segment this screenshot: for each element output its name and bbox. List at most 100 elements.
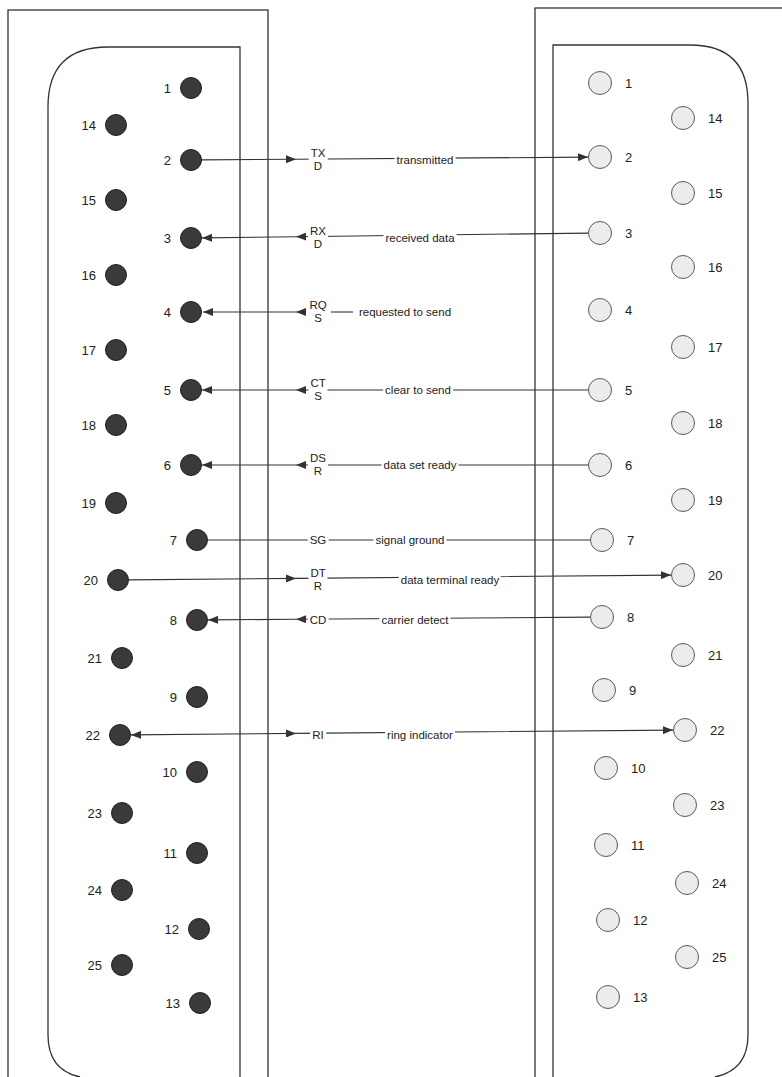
signal-description: ring indicator xyxy=(385,729,455,742)
pin-number: 5 xyxy=(625,383,632,398)
pin-socket: 15 xyxy=(105,189,127,211)
pin-socket: 13 xyxy=(189,992,211,1014)
pin-number: 16 xyxy=(82,268,96,283)
pin-number: 18 xyxy=(82,418,96,433)
pin-number: 5 xyxy=(164,383,171,398)
pin-socket: 20 xyxy=(671,563,695,587)
signal-name: TX D xyxy=(309,147,328,172)
pin-number: 24 xyxy=(88,883,102,898)
pin-number: 1 xyxy=(164,81,171,96)
pin-socket: 5 xyxy=(588,378,612,402)
pin-socket: 7 xyxy=(590,528,614,552)
signal-name: RI xyxy=(310,729,326,742)
pin-socket: 9 xyxy=(186,686,208,708)
pin-number: 20 xyxy=(84,573,98,588)
pin-socket: 24 xyxy=(675,871,699,895)
pin-number: 13 xyxy=(166,996,180,1011)
pin-number: 2 xyxy=(625,150,632,165)
pin-socket: 23 xyxy=(673,793,697,817)
pin-socket: 20 xyxy=(107,569,129,591)
signal-name: RX D xyxy=(308,225,328,250)
pin-number: 21 xyxy=(88,651,102,666)
pin-socket: 22 xyxy=(673,718,697,742)
pin-number: 15 xyxy=(708,186,722,201)
signal-description: clear to send xyxy=(383,384,453,397)
pin-number: 19 xyxy=(82,496,96,511)
pin-number: 7 xyxy=(627,533,634,548)
signal-name: RQ S xyxy=(307,299,328,324)
pin-socket: 16 xyxy=(105,264,127,286)
pin-socket: 10 xyxy=(186,761,208,783)
pin-number: 11 xyxy=(631,838,645,853)
pin-socket: 21 xyxy=(671,643,695,667)
pin-socket: 21 xyxy=(111,647,133,669)
pin-number: 9 xyxy=(629,683,636,698)
pin-socket: 4 xyxy=(180,301,202,323)
pin-number: 3 xyxy=(625,226,632,241)
pin-socket: 17 xyxy=(105,339,127,361)
pin-number: 12 xyxy=(165,922,179,937)
pin-socket: 22 xyxy=(109,724,131,746)
pin-socket: 19 xyxy=(671,488,695,512)
pin-number: 14 xyxy=(708,111,722,126)
signal-description: signal ground xyxy=(373,534,446,547)
pin-number: 8 xyxy=(627,610,634,625)
pin-socket: 9 xyxy=(592,678,616,702)
pin-number: 25 xyxy=(712,950,726,965)
left-d-shell xyxy=(48,47,240,1077)
pin-socket: 13 xyxy=(596,985,620,1009)
pin-number: 4 xyxy=(164,305,171,320)
signal-name: CT S xyxy=(308,377,327,402)
signal-description: data set ready xyxy=(382,459,459,472)
right-housing xyxy=(535,8,782,1077)
pin-socket: 18 xyxy=(105,414,127,436)
pin-number: 22 xyxy=(710,723,724,738)
pin-socket: 17 xyxy=(671,335,695,359)
pin-socket: 8 xyxy=(186,609,208,631)
signal-description: carrier detect xyxy=(379,614,450,627)
pin-number: 15 xyxy=(82,193,96,208)
pin-socket: 6 xyxy=(180,454,202,476)
signal-description: transmitted xyxy=(395,154,456,167)
pin-number: 13 xyxy=(633,990,647,1005)
pin-number: 12 xyxy=(633,913,647,928)
pin-socket: 11 xyxy=(594,833,618,857)
pin-number: 4 xyxy=(625,303,632,318)
pin-socket: 16 xyxy=(671,255,695,279)
pin-number: 23 xyxy=(88,806,102,821)
pin-number: 19 xyxy=(708,493,722,508)
pin-socket: 1 xyxy=(588,71,612,95)
pin-number: 8 xyxy=(170,613,177,628)
pin-number: 11 xyxy=(164,846,178,861)
pin-number: 22 xyxy=(86,728,100,743)
pin-socket: 14 xyxy=(105,114,127,136)
pin-socket: 7 xyxy=(186,529,208,551)
pin-number: 23 xyxy=(710,798,724,813)
pin-socket: 15 xyxy=(671,181,695,205)
pin-number: 16 xyxy=(708,260,722,275)
pin-socket: 12 xyxy=(188,918,210,940)
pin-socket: 11 xyxy=(186,842,208,864)
pin-socket: 19 xyxy=(105,492,127,514)
pin-number: 10 xyxy=(631,761,645,776)
pin-socket: 24 xyxy=(111,879,133,901)
pin-socket: 3 xyxy=(180,227,202,249)
signal-description: received data xyxy=(383,232,456,245)
pin-number: 6 xyxy=(164,458,171,473)
pin-socket: 6 xyxy=(588,453,612,477)
pin-socket: 10 xyxy=(594,756,618,780)
pin-number: 17 xyxy=(708,340,722,355)
pin-number: 2 xyxy=(164,153,171,168)
pin-socket: 8 xyxy=(590,605,614,629)
pin-number: 1 xyxy=(625,76,632,91)
pin-socket: 14 xyxy=(671,106,695,130)
pin-number: 18 xyxy=(708,416,722,431)
pin-number: 9 xyxy=(170,690,177,705)
pin-number: 7 xyxy=(170,533,177,548)
pin-socket: 4 xyxy=(588,298,612,322)
pin-number: 21 xyxy=(708,648,722,663)
signal-name: DT R xyxy=(308,567,327,592)
rqs-dash xyxy=(331,311,353,312)
pin-socket: 23 xyxy=(111,802,133,824)
